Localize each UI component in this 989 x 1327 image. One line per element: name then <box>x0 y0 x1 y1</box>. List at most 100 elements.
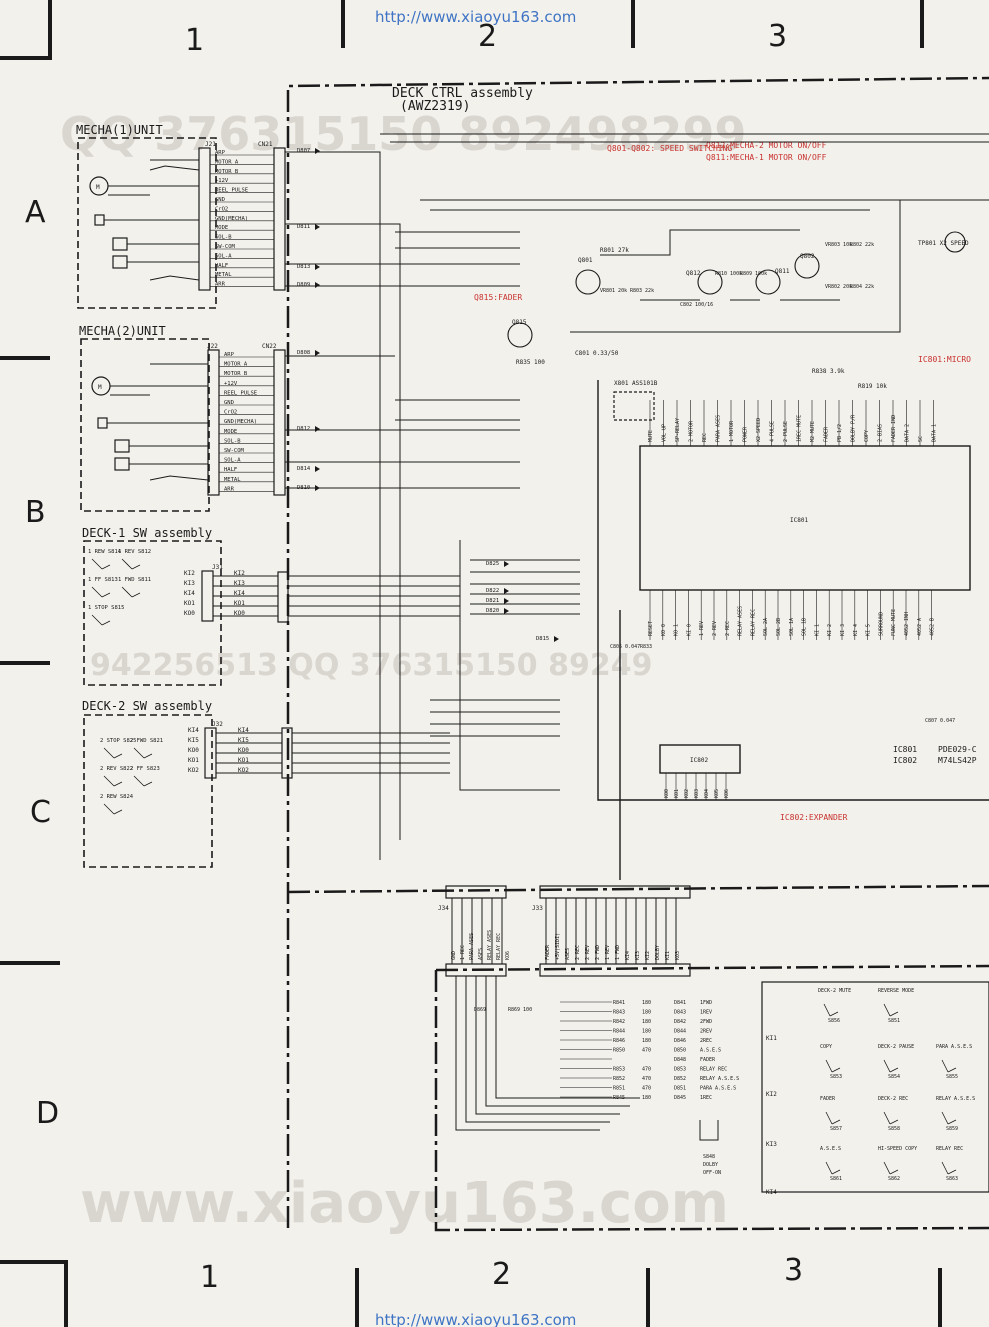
mecha1-pin-5: REEL PULSE <box>215 188 248 194</box>
led-label-10: PARA A.S.E.S <box>700 1086 736 1092</box>
key-label-3: COPY <box>820 1044 832 1050</box>
j33-pin-2: +5V(SIDI) <box>555 933 561 960</box>
d869-label: D869 <box>474 1007 486 1013</box>
ic-ref-1: IC801 <box>893 745 917 754</box>
svg-text:Q815: Q815 <box>512 319 527 326</box>
led-label-2: 1REV <box>700 1010 712 1016</box>
ic802-body <box>659 744 741 774</box>
svg-text:KI3: KI3 <box>766 1141 777 1148</box>
ic801-top-pin-3: SP-RELAY <box>675 418 681 442</box>
led-resistor-6: R850 <box>613 1048 625 1054</box>
r803-label: R803 22k <box>630 288 654 294</box>
deck2_sw-pin-in-4: KO1 <box>188 757 199 764</box>
ic801-top-pin-7: 1 MOTOR <box>729 420 735 442</box>
col-label-3-bottom: 3 <box>784 1253 803 1288</box>
key-switch-7: S858 <box>888 1126 900 1132</box>
led-resistor-value-6: 470 <box>642 1048 651 1054</box>
ic801-bottom-pin-13: SOL 1B <box>802 618 808 636</box>
diode-d815: D815 <box>536 636 549 642</box>
r833-label: R833 <box>640 644 652 650</box>
r869-label: R869 100 <box>508 1007 532 1013</box>
row-label-b: B <box>25 495 46 530</box>
dolby-switch: S848 DOLBY OFF-ON <box>699 1120 721 1176</box>
mecha2-pin-7: CrO2 <box>224 410 237 416</box>
mecha1-pin-8: GND(MECHA) <box>215 216 248 222</box>
svg-text:IC802: IC802 <box>690 757 708 764</box>
led-resistor-value-2: 180 <box>642 1010 651 1016</box>
ic801-bottom-pin-20: FUNC MUTE <box>891 609 897 636</box>
ic801-top-pin-5: REC <box>702 433 708 442</box>
svg-text:KI1: KI1 <box>766 1035 777 1042</box>
ic801-bottom-pin-14: KI 1 <box>814 624 820 636</box>
ic801-top-pin-13: M2 MUTE <box>810 421 816 442</box>
ic-part-1: PDE029-C <box>938 745 977 754</box>
svg-text:Q802: Q802 <box>800 253 815 260</box>
deck2_sw-switch-1: 2 STOP S825 <box>100 738 136 744</box>
ic801-bottom-pin-19: SURROUND <box>878 612 884 636</box>
diode-d810: D810 <box>297 485 310 491</box>
ic801-top-pin-2: VOL UP <box>662 424 668 442</box>
deck1-sw-title: DECK-1 SW assembly <box>82 526 212 540</box>
deck1_sw-pin-in-3: KI4 <box>184 590 195 597</box>
diode-d808: D808 <box>297 350 310 356</box>
vr802-label: VR802 20k <box>825 284 852 290</box>
ic801-top-pin-22: DATA 1 <box>932 424 938 442</box>
c802-label: C802 100/16 <box>680 302 713 308</box>
mecha1-pin-12: SOL-A <box>215 253 232 259</box>
key-switch-8: S859 <box>946 1126 958 1132</box>
bottom-url: http://www.xiaoyu163.com <box>375 1311 576 1327</box>
svg-text:Q812: Q812 <box>686 270 701 277</box>
ic801-bottom-pin-11: SOL 2B <box>776 618 782 636</box>
key-label-1: DECK-2 MUTE <box>818 988 851 994</box>
j33-bottom <box>539 963 691 977</box>
j33-pin-13: KI1 <box>665 951 671 960</box>
mecha1-pin-4: +12V <box>215 178 229 184</box>
ic802-pin-3: KO2 <box>684 789 690 798</box>
deck1_sw-pin-in-1: KI2 <box>184 570 195 577</box>
col-label-3: 3 <box>768 19 787 54</box>
r801-label: R801 27k <box>600 247 629 254</box>
key-switch-2: S851 <box>888 1018 900 1024</box>
deck1-sw-box <box>83 540 222 686</box>
led-resistor-9: R852 <box>613 1076 625 1082</box>
svg-text:KI4: KI4 <box>766 1189 777 1196</box>
mecha2-pin-14: METAL <box>224 477 241 483</box>
mecha2-pin-10: SOL-B <box>224 438 241 444</box>
mecha2-pin-8: GND(MECHA) <box>224 419 257 425</box>
led-diode-7: D848 <box>674 1057 686 1063</box>
ic801-bottom-pin-17: KI 4 <box>853 624 859 636</box>
mecha2-title: MECHA(2)UNIT <box>79 324 166 338</box>
ic801-bottom-pin-3: KO 1 <box>674 624 680 636</box>
key-label-7: DECK-2 REC <box>878 1096 908 1102</box>
r802-label: R802 22k <box>850 242 874 248</box>
led-diode-1: D841 <box>674 1000 686 1006</box>
mecha2-pin-13: HALF <box>224 467 237 473</box>
mecha2-pin-6: GND <box>224 400 234 406</box>
ic801-bottom-pin-2: KO 0 <box>661 624 667 636</box>
key-switch-11: S863 <box>946 1176 958 1182</box>
led-label-5: 2REC <box>700 1038 712 1044</box>
ic801-top-pin-20: DATA 2 <box>905 424 911 442</box>
ic802-pin-4: KO3 <box>694 789 700 798</box>
ic801-top-pin-17: COPY <box>864 430 870 442</box>
diode-d813: D813 <box>297 264 310 270</box>
led-resistor-10: R851 <box>613 1086 625 1092</box>
ic-part-2: M74LS42P <box>938 756 977 765</box>
mecha1-pin-3: MOTOR B <box>215 169 239 175</box>
led-label-1: 1FWD <box>700 1000 712 1006</box>
key-label-8: RELAY A.S.E.S <box>936 1096 975 1102</box>
ic801-bottom-pin-7: 2 REC <box>725 621 731 636</box>
diode-d825: D825 <box>486 561 499 567</box>
note-q812: Q812:MECHA-2 MOTOR ON/OFF <box>706 141 827 150</box>
key-label-4: DECK-2 PAUSE <box>878 1044 914 1050</box>
mecha2-pin-3: MOTOR B <box>224 371 248 377</box>
ic801-bottom-pin-18: KI 5 <box>866 624 872 636</box>
ic801-top-pin-15: PB 1/2 <box>837 424 843 442</box>
frame <box>0 0 942 1327</box>
mecha2-box <box>80 338 210 512</box>
